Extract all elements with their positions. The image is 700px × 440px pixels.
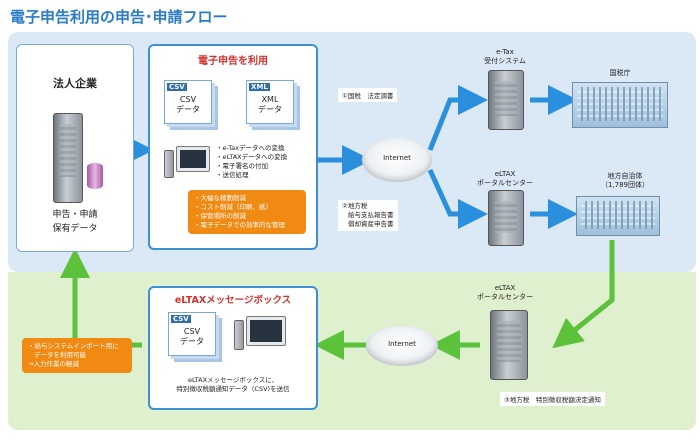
- msgbox-csv-tag: CSV: [171, 315, 191, 323]
- eltax-server-icon-bottom: [490, 310, 528, 380]
- eltax-top-line2: ポータルセンター: [477, 179, 533, 187]
- msgbox-heading: eLTAXメッセージボックス: [174, 295, 292, 306]
- diagram-title: 電子申告利用の申告･申請フロー: [10, 8, 228, 26]
- arrow-internet-to-eltax: [427, 168, 488, 229]
- pc-tower-icon: [164, 150, 174, 178]
- local-gov-building-icon: [576, 196, 660, 236]
- internet-label-bottom: Internet: [388, 340, 416, 348]
- msgbox-caption-line2: 特別徴収税額通知データ（CSV)を送信: [176, 385, 290, 393]
- label-special-notice: ③地方税 特別徴収税額決定通知: [500, 392, 605, 406]
- etax-system-label: e-Tax 受付システム: [470, 48, 540, 66]
- xml-label-line1: XML: [261, 95, 279, 104]
- eltax-top-line1: eLTAX: [494, 170, 516, 178]
- etax-server-icon: [488, 70, 524, 130]
- arrow-internet-to-etax: [427, 85, 488, 151]
- corporate-server-icon: [53, 113, 83, 203]
- nta-building-icon: [572, 82, 668, 128]
- label-local-line3: 償却資産申告書: [348, 220, 394, 228]
- eltax-bottom-line2: ポータルセンター: [477, 293, 533, 301]
- etax-line2: 受付システム: [484, 57, 526, 65]
- msgbox-caption-line1: eLTAXメッセージボックスに、: [187, 376, 279, 384]
- nta-label: 国税庁: [609, 69, 631, 77]
- csv-label-line2: データ: [176, 105, 200, 114]
- etax-line1: e-Tax: [496, 48, 514, 56]
- corporation-box: 法人企業 申告・申請 保有データ: [16, 44, 134, 252]
- label-local-line1: ②地方税: [342, 202, 368, 210]
- internet-cloud-top: Internet: [362, 138, 432, 182]
- xml-label-line2: データ: [258, 105, 282, 114]
- conversion-item: ・e-Taxデータへの変換: [216, 144, 285, 152]
- arrow-local-to-bottom-center: [552, 240, 615, 349]
- csv-label-line1: CSV: [179, 95, 197, 104]
- eltax-center-label-bottom: eLTAX ポータルセンター: [466, 284, 544, 302]
- efiling-heading: 電子申告を利用: [198, 56, 268, 67]
- conversion-item: ・送信処理: [216, 171, 249, 179]
- eltax-server-icon-top: [488, 190, 524, 246]
- payroll-note-line: →入力作業の軽減: [28, 360, 79, 368]
- msgbox-caption: eLTAXメッセージボックスに、 特別徴収税額通知データ（CSV)を送信: [150, 376, 316, 394]
- msgbox-pc-monitor-icon: [246, 316, 286, 346]
- arrow-msgbox-to-corp: [60, 248, 142, 348]
- msgbox-csv-line1: CSV: [183, 327, 201, 336]
- payroll-import-callout: ・給与システムインポート用に データを利用可能 →入力作業の軽減: [22, 338, 132, 373]
- database-icon: [87, 163, 103, 189]
- benefit-item: ・大幅な稼動削減: [194, 194, 246, 202]
- conversion-list: ・e-Taxデータへの変換 ・eLTAXデータへの変換 ・電子署名の付加 ・送信…: [216, 144, 287, 180]
- benefit-item: ・電子データでの効率的な管理: [194, 221, 285, 229]
- eltax-center-label-top: eLTAX ポータルセンター: [466, 170, 544, 188]
- csv-tag: CSV: [167, 83, 187, 91]
- corp-caption-line1: 申告・申請: [52, 210, 98, 220]
- eltax-bottom-line1: eLTAX: [494, 284, 516, 292]
- corporation-title: 法人企業: [53, 77, 97, 90]
- msgbox-csv-line2: データ: [180, 337, 204, 346]
- label-local-tax: ②地方税 給与支払報告書 償却資産申告書: [338, 200, 398, 231]
- pc-monitor-icon: [176, 146, 210, 172]
- benefit-item: ・コスト削減（印刷、紙）: [194, 203, 272, 211]
- local-gov-line2: （1,789団体）: [600, 181, 650, 189]
- label-local-line2: 給与支払報告書: [348, 211, 394, 219]
- payroll-note-line: データを利用可能: [34, 351, 86, 359]
- payroll-note-line: ・給与システムインポート用に: [28, 342, 119, 350]
- benefits-callout: ・大幅な稼動削減 ・コスト削減（印刷、紙） ・保管場所の削減 ・電子データでの効…: [188, 190, 306, 234]
- msgbox-pc-tower-icon: [234, 320, 244, 350]
- conversion-item: ・eLTAXデータへの変換: [216, 153, 288, 161]
- internet-cloud-bottom: Internet: [366, 326, 438, 366]
- local-gov-line1: 地方自治体: [607, 172, 643, 180]
- benefit-item: ・保管場所の削減: [194, 212, 246, 220]
- conversion-item: ・電子署名の付加: [216, 162, 268, 170]
- corp-caption-line2: 保有データ: [52, 224, 98, 234]
- internet-label-top: Internet: [383, 154, 411, 162]
- local-gov-label: 地方自治体 （1,789団体）: [580, 172, 670, 190]
- xml-tag: XML: [249, 83, 270, 91]
- label-national-tax: ①国税 法定調書: [338, 88, 398, 102]
